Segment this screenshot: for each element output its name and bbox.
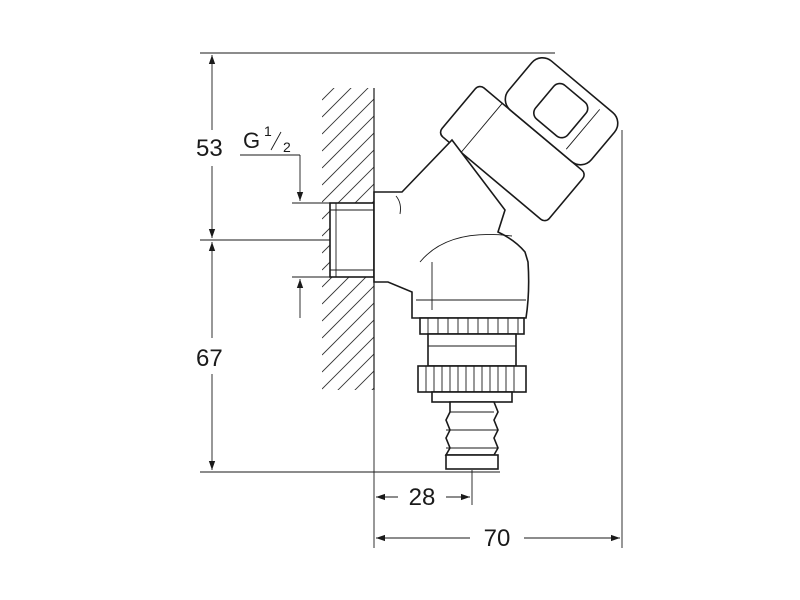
threaded-inlet <box>329 202 375 278</box>
hatch-line <box>322 132 374 186</box>
thread-designation: G 1 2 <box>240 123 304 318</box>
hatch-line <box>322 431 382 491</box>
faucet-body <box>329 56 619 470</box>
nut-base <box>431 391 513 403</box>
hatch-line <box>322 414 382 474</box>
hatch-line <box>322 302 374 356</box>
hatch-line <box>337 353 374 390</box>
handle-cap <box>504 56 619 166</box>
hatch-line <box>322 88 335 101</box>
vertical-dimension-67: 67 <box>196 242 223 470</box>
hatch-line <box>322 336 374 390</box>
vertical-dimension-53: 53 <box>196 55 223 238</box>
knurled-nut <box>417 365 527 393</box>
dimension-28-label: 28 <box>409 484 436 511</box>
hatch-line <box>322 88 352 118</box>
valve-body <box>373 138 530 319</box>
thread-denominator: 2 <box>283 139 291 155</box>
hatch-line <box>322 88 369 135</box>
hatch-line <box>322 115 374 169</box>
hose-barb <box>444 401 499 456</box>
hatch-line <box>354 370 374 390</box>
coupling-sleeve <box>427 333 517 367</box>
hatch-line <box>322 319 374 373</box>
thread-letter: G <box>243 128 260 153</box>
hatch-line <box>322 149 374 203</box>
thread-fraction-slash <box>270 131 282 151</box>
hatch-line <box>322 285 374 339</box>
dimension-70-label: 70 <box>484 525 511 552</box>
hatch-line <box>322 448 382 508</box>
hose-barb-tip <box>445 454 499 470</box>
thread-numerator: 1 <box>264 123 272 139</box>
horizontal-dimension-70: 70 <box>376 525 620 552</box>
hatch-line <box>322 397 382 457</box>
hatch-line <box>322 98 374 152</box>
dimension-67-label: 67 <box>196 345 223 372</box>
dimension-53-label: 53 <box>196 135 223 162</box>
horizontal-dimension-28: 28 <box>376 484 470 511</box>
hatch-line <box>371 387 374 390</box>
extension-lines <box>200 52 623 548</box>
